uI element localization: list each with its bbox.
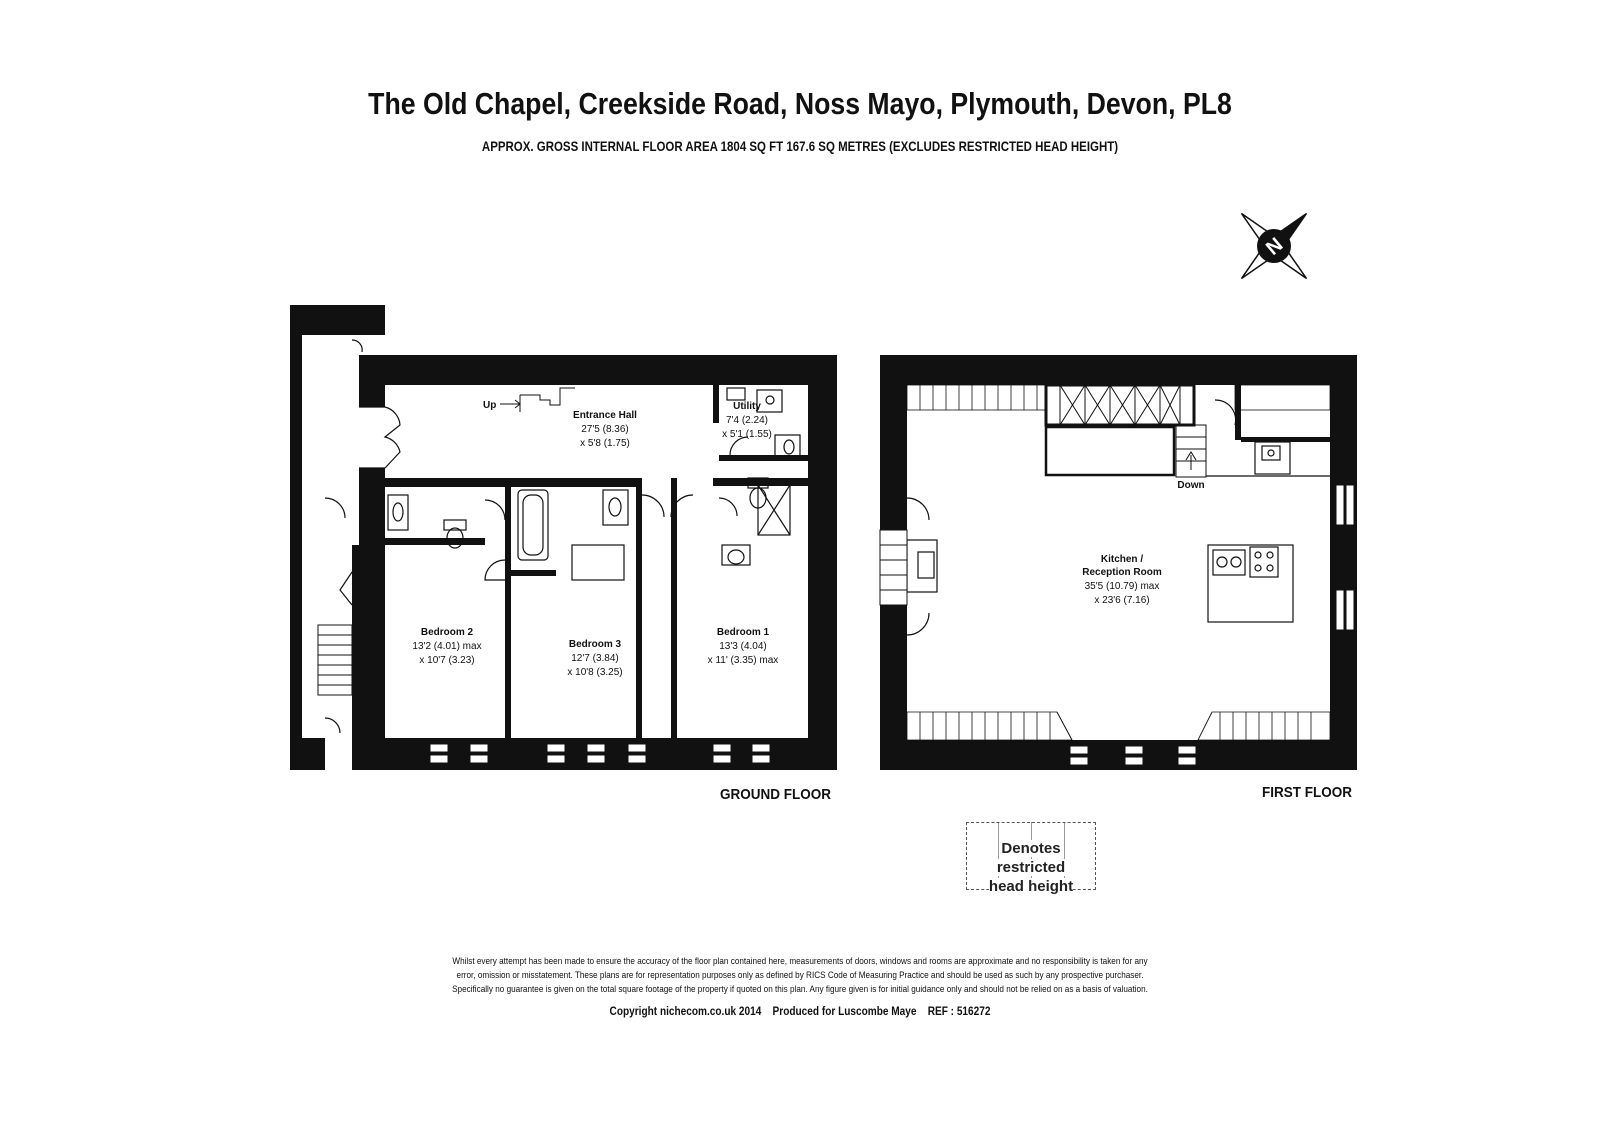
utility-dim1: 7'4 (2.24): [726, 415, 768, 426]
bedroom2-dim1: 13'2 (4.01) max: [412, 641, 481, 652]
stair-down-label: Down: [1177, 480, 1204, 491]
ground-floor-plan: Entrance Hall 27'5 (8.36) x 5'8 (1.75) U…: [290, 305, 837, 770]
page-title: The Old Chapel, Creekside Road, Noss May…: [368, 86, 1232, 121]
stair-up-label: Up: [483, 400, 496, 411]
disclaimer-line-2: error, omission or misstatement. These p…: [456, 970, 1144, 981]
kitchen-name-1: Kitchen /: [1101, 554, 1143, 565]
disclaimer-line-1: Whilst every attempt has been made to en…: [452, 956, 1148, 967]
entrance-hall-dim1: 27'5 (8.36): [581, 424, 629, 435]
bedroom1-name: Bedroom 1: [717, 627, 770, 638]
entrance-hall-name: Entrance Hall: [573, 410, 637, 421]
bedroom3-name: Bedroom 3: [569, 639, 622, 650]
bedroom2-name: Bedroom 2: [421, 627, 474, 638]
first-floor-plan: Down: [879, 355, 1357, 770]
legend-line-1: Denotes restricted: [996, 840, 1066, 876]
bedroom3-dim1: 12'7 (3.84): [571, 653, 619, 664]
disclaimer-line-3: Specifically no guarantee is given on th…: [452, 984, 1148, 995]
ground-floor-label: GROUND FLOOR: [720, 786, 831, 803]
disclaimer-text: Whilst every attempt has been made to en…: [370, 955, 1230, 997]
copyright-line: Copyright nichecom.co.uk 2014 Produced f…: [609, 1004, 991, 1018]
bedroom2-dim2: x 10'7 (3.23): [419, 655, 474, 666]
first-floor-label: FIRST FLOOR: [1262, 784, 1352, 801]
entrance-hall-dim2: x 5'8 (1.75): [580, 438, 630, 449]
bedroom1-dim2: x 11' (3.35) max: [708, 655, 779, 666]
bedroom1-dim1: 13'3 (4.04): [719, 641, 767, 652]
floor-area-subtitle: APPROX. GROSS INTERNAL FLOOR AREA 1804 S…: [481, 138, 1119, 154]
utility-name: Utility: [733, 401, 761, 412]
restricted-head-height-legend: Denotes restricted head height: [966, 822, 1096, 895]
kitchen-dim1: 35'5 (10.79) max: [1085, 581, 1160, 592]
kitchen-dim2: x 23'6 (7.16): [1094, 595, 1149, 606]
bedroom3-dim2: x 10'8 (3.25): [567, 667, 622, 678]
legend-line-2: head height: [988, 878, 1074, 895]
kitchen-name-2: Reception Room: [1082, 567, 1162, 578]
utility-dim2: x 5'1 (1.55): [722, 429, 772, 440]
